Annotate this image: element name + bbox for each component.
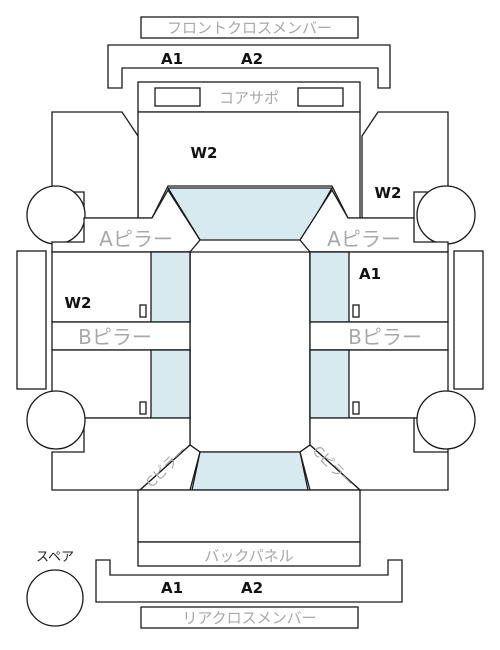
left-side-sill (16, 250, 47, 390)
right-a-pillar-label: Aピラー (327, 227, 401, 251)
right-headlight (297, 87, 344, 107)
rear-cross-member-bracket (95, 559, 403, 603)
front-cross-member-code-2: A2 (241, 50, 263, 68)
left-front-door-code: W2 (65, 294, 92, 312)
back-panel-label: バックパネル (204, 547, 293, 565)
roof-panel (189, 251, 311, 453)
rear-window (191, 451, 309, 491)
left-b-pillar-label: Bピラー (78, 325, 152, 349)
front-right-wheel (416, 185, 476, 245)
right-fender-code: W2 (375, 184, 402, 202)
rear-cross-member-box (140, 606, 359, 629)
left-a-pillar-label: Aピラー (99, 227, 173, 251)
front-cross-member-box (140, 16, 359, 39)
left-b-pillar (51, 321, 191, 351)
rear-right-wheel (416, 390, 476, 450)
rear-cross-member-label: リアクロスメンバー (182, 609, 316, 627)
right-b-pillar-label: Bピラー (348, 325, 422, 349)
left-front-door-handle (139, 304, 147, 318)
front-cross-member-code-1: A1 (161, 50, 183, 68)
rear-left-wheel (26, 390, 86, 450)
rear-cross-member-code-2: A2 (241, 579, 263, 597)
trunk-lid (137, 489, 361, 543)
right-front-door-handle (352, 304, 360, 318)
hood-code: W2 (191, 144, 218, 162)
right-rear-door-glass (309, 349, 350, 419)
back-panel-box (137, 541, 361, 567)
right-rear-door-handle (352, 401, 360, 415)
spare-tire (26, 569, 84, 627)
front-left-wheel (26, 185, 86, 245)
right-front-door-glass (309, 251, 350, 323)
left-rear-door-glass (150, 349, 191, 419)
spare-tire-label: スペア (36, 550, 74, 565)
left-rear-door-handle (139, 401, 147, 415)
right-front-door-code: A1 (359, 265, 381, 283)
right-side-sill (453, 250, 484, 390)
left-front-door-glass (150, 251, 191, 323)
front-cross-member-label: フロントクロスメンバー (167, 19, 332, 37)
right-b-pillar (309, 321, 449, 351)
rear-cross-member-code-1: A1 (161, 579, 183, 597)
right-fender (361, 111, 449, 219)
core-support-label: コアサポ (219, 89, 279, 107)
left-headlight (154, 87, 201, 107)
front-cross-member-bracket (107, 44, 391, 89)
